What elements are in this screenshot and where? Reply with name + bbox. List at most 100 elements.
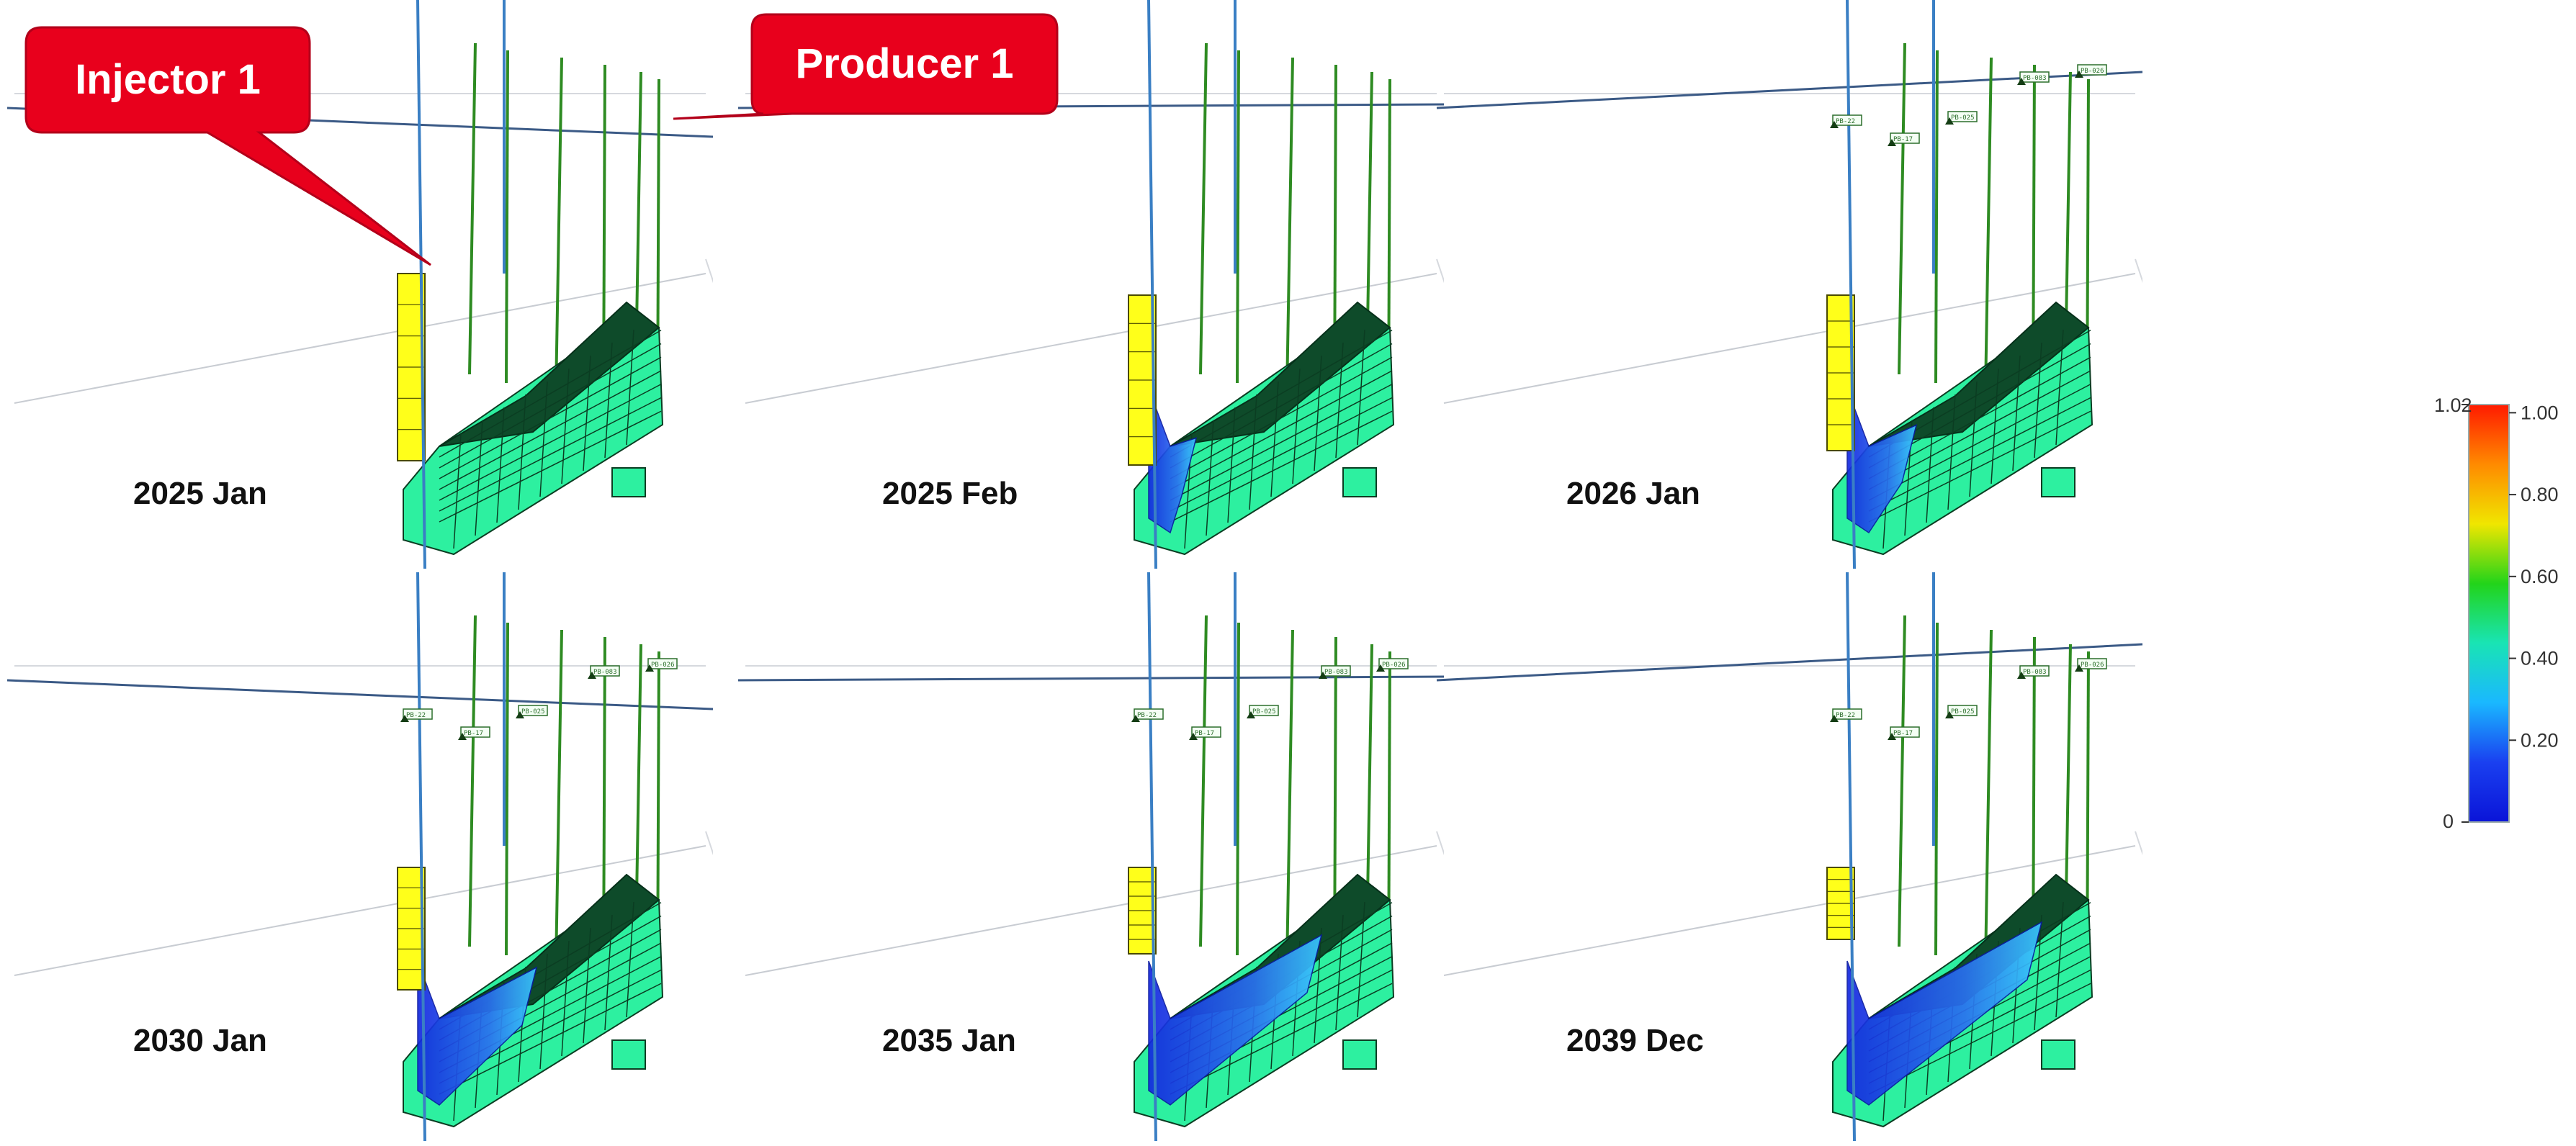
colorbar-min-label: 0 xyxy=(2443,811,2454,832)
panel-date-label: 2030 Jan xyxy=(133,1023,267,1058)
cell-column-line xyxy=(1292,368,1301,484)
cell-layer-line xyxy=(1170,384,1393,501)
producer-callout-bubble xyxy=(673,13,1059,120)
cell-column-line xyxy=(1969,381,1978,497)
cell-column-line xyxy=(626,329,634,446)
panel-date-label: 2035 Jan xyxy=(882,1023,1016,1058)
grid-line xyxy=(14,273,706,404)
cell-layer-line xyxy=(439,370,662,490)
well-tag: PB-026 xyxy=(645,658,678,672)
cell-layer-line xyxy=(439,356,662,479)
cell-layer-line xyxy=(439,410,662,523)
cell-column-line xyxy=(1270,381,1279,497)
well-tag-marker xyxy=(588,672,596,679)
colorbar-tick-label: 0.80 xyxy=(2521,484,2559,505)
colorbar-tick-label: 0.60 xyxy=(2521,566,2559,587)
grid-line xyxy=(1443,273,2136,404)
producer-well xyxy=(1934,622,1939,956)
well-tag-box xyxy=(1191,726,1221,738)
cell-layer-line xyxy=(1170,370,1393,490)
colorbar: 1.02 0 1.000.800.600.400.20 xyxy=(2434,394,2559,832)
horizon-line xyxy=(6,679,713,710)
injector-well xyxy=(416,572,426,1141)
producer-well xyxy=(505,50,509,384)
well-tag-marker xyxy=(516,711,524,718)
cell-column-line xyxy=(2034,914,2042,1031)
panel-scene xyxy=(6,0,713,569)
well-tag-marker xyxy=(645,664,654,672)
reservoir-block xyxy=(611,467,646,497)
producer-well xyxy=(1285,57,1294,392)
producer-well xyxy=(1984,629,1993,965)
well-tag-box xyxy=(403,708,433,720)
well-tag-box xyxy=(1947,705,1978,716)
cell-column-line xyxy=(561,368,570,484)
well-tag-box xyxy=(1249,705,1279,716)
well-tag: PB-22 xyxy=(1830,708,1862,722)
well-tag-marker xyxy=(1888,139,1896,146)
well-tag: PB-083 xyxy=(1319,665,1351,679)
injector-well xyxy=(1147,0,1157,569)
well-tag-box xyxy=(2019,71,2050,83)
cell-column-line xyxy=(518,394,526,510)
grid-line xyxy=(2135,258,2142,284)
well-tag-marker xyxy=(2075,71,2083,78)
injector-callout-bubble xyxy=(24,26,431,266)
grid-line xyxy=(1436,258,1444,284)
cell-layer-line xyxy=(439,384,662,501)
colorbar-tick-label: 0.40 xyxy=(2521,648,2559,669)
cell-column-line xyxy=(1357,329,1365,446)
water-front xyxy=(1846,921,2043,1106)
cell-layer-line xyxy=(439,397,662,512)
cell-layer-line xyxy=(439,343,662,469)
grid-line xyxy=(1443,845,2136,976)
well-tag-box xyxy=(1321,665,1351,677)
cell-layer-line xyxy=(1868,370,2091,490)
cell-column-line xyxy=(626,901,634,1018)
grid-line xyxy=(745,273,1437,404)
well-tag: PB-083 xyxy=(588,665,620,679)
colorbar-tick-label: 1.00 xyxy=(2521,402,2559,423)
injector-callout-label: Injector 1 xyxy=(75,56,261,103)
well-tag-text: PB-22 xyxy=(1137,712,1157,719)
well-tag: PB-22 xyxy=(400,708,433,722)
colorbar-tick-label: 0.20 xyxy=(2521,729,2559,751)
well-tag: PB-025 xyxy=(1247,705,1279,718)
water-front xyxy=(1846,388,1918,534)
reservoir-block xyxy=(2041,467,2075,497)
horizon-line xyxy=(737,675,1444,682)
grid-line xyxy=(745,845,1437,976)
cell-column-line xyxy=(1991,368,1999,484)
cell-column-line xyxy=(2055,329,2064,446)
producer-well xyxy=(1199,42,1208,375)
well-tag-text: PB-026 xyxy=(2081,662,2104,669)
reservoir-top-surface xyxy=(1170,301,1391,447)
well-tag-box xyxy=(2077,64,2107,76)
cell-layer-line xyxy=(439,983,662,1095)
producer-well xyxy=(1236,622,1240,956)
well-tag-text: PB-026 xyxy=(1382,662,1406,669)
cell-column-line xyxy=(475,420,483,536)
well-tag: PB-083 xyxy=(2017,665,2050,679)
grid-line xyxy=(14,845,706,976)
cell-column-line xyxy=(1314,927,1322,1044)
well-tag-box xyxy=(1890,132,1920,144)
producer-well xyxy=(468,42,477,375)
well-tag-text: PB-17 xyxy=(1893,730,1913,737)
cell-column-line xyxy=(2034,342,2042,459)
well-tag-marker xyxy=(400,715,409,722)
well-tag: PB-17 xyxy=(1888,132,1920,146)
water-front xyxy=(417,960,538,1106)
well-tag-box xyxy=(460,726,490,738)
cell-column-line xyxy=(496,407,505,523)
well-tag-marker xyxy=(1945,711,1954,718)
well-tag-box xyxy=(2077,658,2107,669)
injector-callout: Injector 1 xyxy=(24,26,431,266)
well-tag-box xyxy=(1890,726,1920,738)
cell-layer-line xyxy=(1868,384,2091,501)
panel-date-label: 2039 Dec xyxy=(1566,1023,1704,1058)
